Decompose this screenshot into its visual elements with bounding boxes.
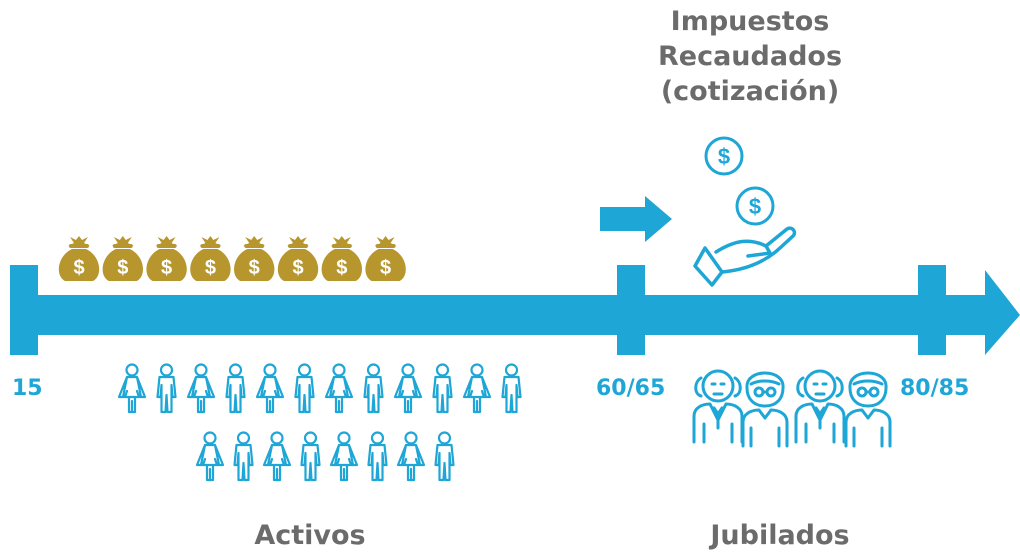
female-person-icon xyxy=(324,363,354,414)
male-person-icon xyxy=(294,363,315,414)
male-person-icon xyxy=(225,363,246,414)
retired-people-group xyxy=(692,369,892,448)
hand-receiving-icon xyxy=(693,226,797,287)
money-bag-symbol: $ xyxy=(292,257,303,279)
female-person-icon xyxy=(396,431,426,482)
money-bag-symbol: $ xyxy=(161,257,172,279)
tick-label-retirement: 60/65 xyxy=(596,376,666,401)
money-bag-icon: $ xyxy=(190,236,231,281)
female-person-icon xyxy=(195,431,225,482)
male-person-icon xyxy=(367,431,388,482)
arrow-right-icon xyxy=(600,196,672,242)
money-bag-symbol: $ xyxy=(205,257,216,279)
female-person-icon xyxy=(186,363,216,414)
money-bags-group: $ $ $ $ $ $ $ $ xyxy=(58,236,406,281)
male-person-icon xyxy=(300,431,321,482)
money-bag-icon: $ xyxy=(102,236,143,281)
money-bag-icon: $ xyxy=(146,236,187,281)
coin-symbol: $ xyxy=(718,144,730,169)
money-bag-icon: $ xyxy=(365,236,406,281)
money-bag-symbol: $ xyxy=(380,257,391,279)
timeline-arrowhead xyxy=(985,270,1020,355)
money-bag-icon: $ xyxy=(58,236,100,281)
elderly-man-icon xyxy=(692,369,744,444)
money-bag-symbol: $ xyxy=(73,257,84,279)
money-bag-icon: $ xyxy=(234,236,275,281)
tick-start xyxy=(10,265,38,355)
collected-taxes-title: Impuestos Recaudados (cotización) xyxy=(640,4,860,109)
female-person-icon xyxy=(329,431,359,482)
money-bag-symbol: $ xyxy=(336,257,347,279)
money-bag-symbol: $ xyxy=(117,257,128,279)
elderly-man-icon xyxy=(794,369,846,444)
active-people-group xyxy=(117,363,522,482)
male-person-icon xyxy=(363,363,384,414)
dollar-coin-icon: $ xyxy=(735,186,775,226)
dollar-coin-icon: $ xyxy=(704,136,744,176)
retired-label: Jubilados xyxy=(710,520,850,551)
tick-retirement xyxy=(617,265,645,355)
title-line-1: Impuestos xyxy=(670,6,830,37)
active-label: Activos xyxy=(254,520,366,551)
male-person-icon xyxy=(432,363,453,414)
female-person-icon xyxy=(262,431,292,482)
elderly-woman-icon xyxy=(844,371,892,448)
tick-end xyxy=(918,265,946,355)
female-person-icon xyxy=(117,363,147,414)
female-person-icon xyxy=(255,363,285,414)
title-line-3: (cotización) xyxy=(660,76,840,108)
money-bag-symbol: $ xyxy=(249,257,260,279)
timeline-bar xyxy=(10,295,990,335)
female-person-icon xyxy=(393,363,423,414)
male-person-icon xyxy=(156,363,177,414)
money-bag-icon: $ xyxy=(277,236,319,281)
tick-label-end: 80/85 xyxy=(900,376,970,401)
tick-label-start: 15 xyxy=(12,376,43,401)
money-bag-icon: $ xyxy=(321,236,362,281)
male-person-icon xyxy=(434,431,455,482)
title-line-2: Recaudados xyxy=(657,41,843,73)
coin-symbol: $ xyxy=(749,194,761,219)
elderly-woman-icon xyxy=(741,371,789,448)
male-person-icon xyxy=(233,431,254,482)
male-person-icon xyxy=(501,363,522,414)
female-person-icon xyxy=(462,363,492,414)
